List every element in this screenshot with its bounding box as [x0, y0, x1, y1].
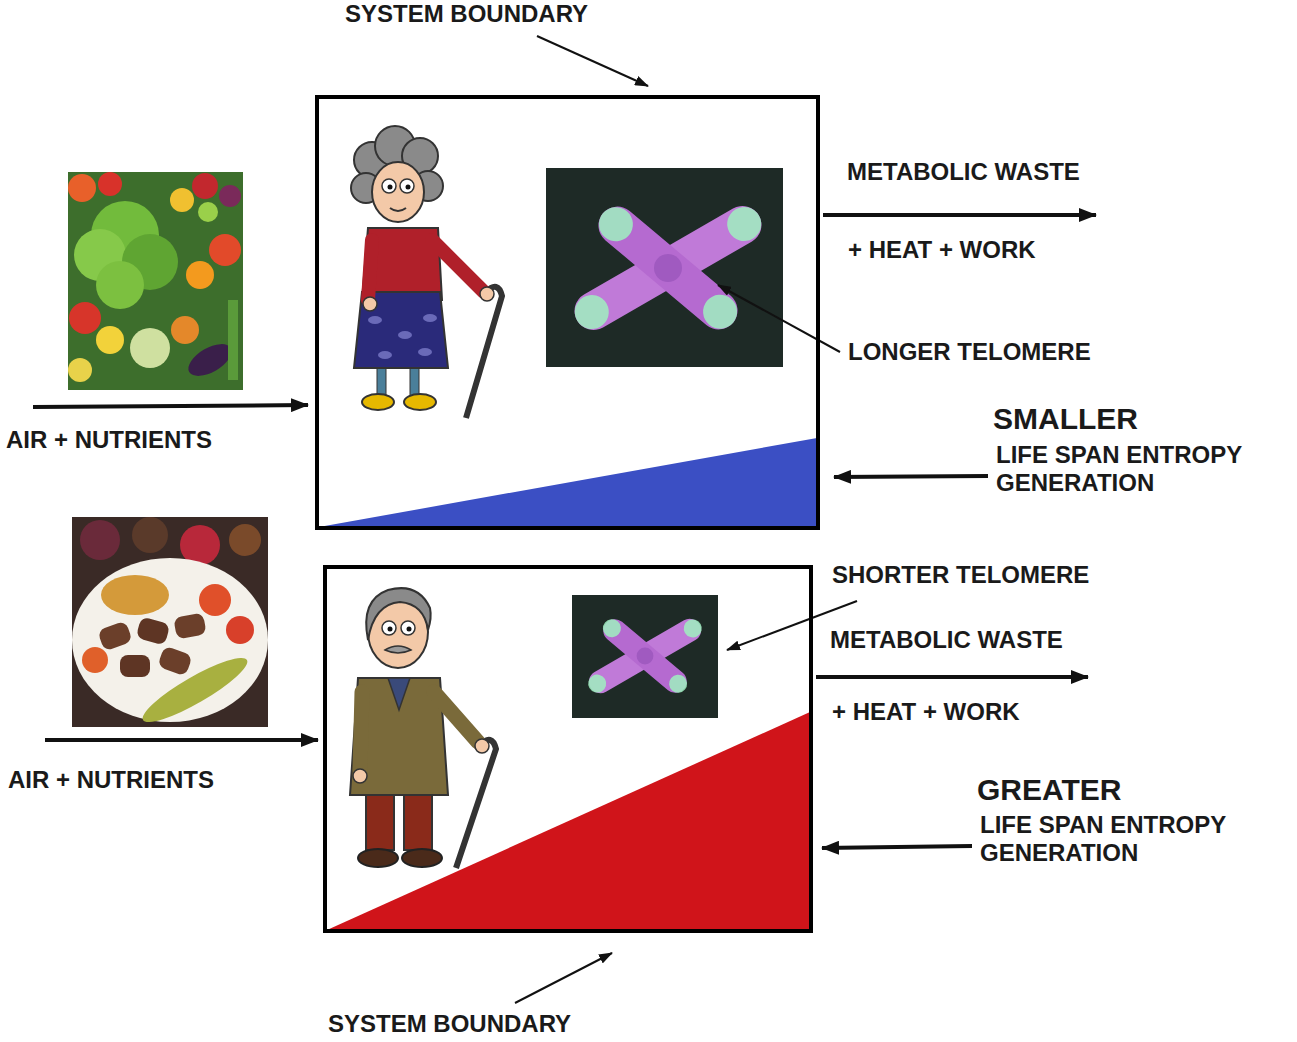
old-man-figure	[350, 588, 496, 868]
leader-arrow	[718, 285, 840, 352]
system-box: SYSTEM BOUNDARY	[315, 95, 820, 530]
flow-label: LONGER TELOMERE	[848, 338, 1091, 366]
entropy-heading: GREATER	[977, 773, 1121, 808]
flow-label: LIFE SPAN ENTROPY GENERATION	[980, 811, 1280, 866]
boundary-label: SYSTEM BOUNDARY	[345, 0, 588, 28]
flow-arrow	[33, 405, 308, 407]
flow-label: AIR + NUTRIENTS	[6, 426, 212, 454]
flow-arrow	[45, 738, 318, 742]
chromosome-picture	[572, 595, 718, 718]
flow-arrow	[823, 213, 1096, 217]
leader-arrow	[515, 953, 612, 1003]
system-box: SYSTEM BOUNDARY	[323, 565, 813, 933]
flow-label: METABOLIC WASTE	[847, 158, 1080, 186]
pointer-arrow	[834, 476, 988, 477]
flow-label: + HEAT + WORK	[848, 236, 1036, 264]
entropy-wedge	[319, 438, 817, 527]
food-picture	[72, 517, 268, 731]
leader-arrow	[537, 36, 648, 86]
entropy-heading: SMALLER	[993, 402, 1138, 437]
flow-label: LIFE SPAN ENTROPY GENERATION	[996, 441, 1286, 496]
old-woman-figure	[351, 126, 502, 418]
flow-arrow	[816, 675, 1088, 679]
flow-label: + HEAT + WORK	[832, 698, 1020, 726]
pointer-arrow	[822, 846, 972, 848]
flow-label: SHORTER TELOMERE	[832, 561, 1089, 589]
flow-label: METABOLIC WASTE	[830, 626, 1063, 654]
vegetables-picture	[68, 172, 243, 390]
flow-label: AIR + NUTRIENTS	[8, 766, 214, 794]
arrows	[33, 36, 1096, 1003]
boundary-label: SYSTEM BOUNDARY	[328, 1010, 571, 1038]
chromosome-picture	[546, 168, 783, 367]
